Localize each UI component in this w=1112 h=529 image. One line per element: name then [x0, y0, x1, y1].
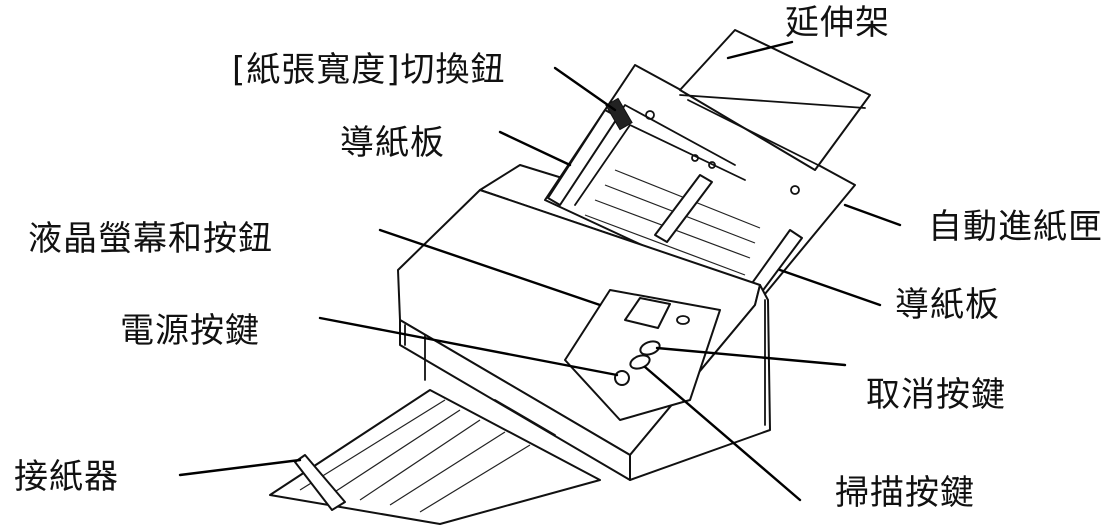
leader-paper-width-switch: [553, 66, 617, 112]
leader-scan-button: [643, 365, 802, 502]
output-tray-stopper: [294, 454, 346, 511]
output-tray: [269, 389, 601, 525]
power-button-shape: [614, 370, 630, 386]
scan-button-shape: [629, 354, 651, 370]
cancel-button-shape: [639, 340, 661, 356]
leader-paper-guide-top: [498, 130, 572, 167]
label-paper-guide-top: 導紙板: [340, 123, 445, 163]
extension-tray: [679, 29, 871, 171]
label-scan-button: 掃描按鍵: [835, 473, 975, 513]
paper-width-switch-shape: [605, 97, 633, 131]
leader-lcd-and-buttons: [378, 228, 602, 307]
lcd-screen: [624, 297, 671, 329]
leader-adf-tray: [843, 203, 902, 227]
label-paper-width-switch: [紙張寬度]切換鈕: [232, 50, 506, 90]
label-output-tray: 接紙器: [14, 457, 119, 497]
label-power-button: 電源按鍵: [120, 311, 260, 351]
leader-power-button: [318, 316, 619, 377]
label-extension-tray: 延伸架: [785, 3, 890, 43]
label-adf-tray: 自動進紙匣: [928, 207, 1103, 247]
label-cancel-button: 取消按鍵: [866, 375, 1006, 415]
leader-extension-tray: [726, 40, 794, 60]
leader-paper-guide-right: [778, 268, 882, 307]
paper-guide-center-shape: [654, 174, 713, 243]
label-lcd-and-buttons: 液晶螢幕和按鈕: [28, 219, 273, 259]
leader-output-tray: [178, 458, 302, 477]
leader-cancel-button: [655, 346, 847, 367]
label-paper-guide-right: 導紙板: [895, 285, 1000, 325]
scanner-right-side: [629, 284, 771, 481]
